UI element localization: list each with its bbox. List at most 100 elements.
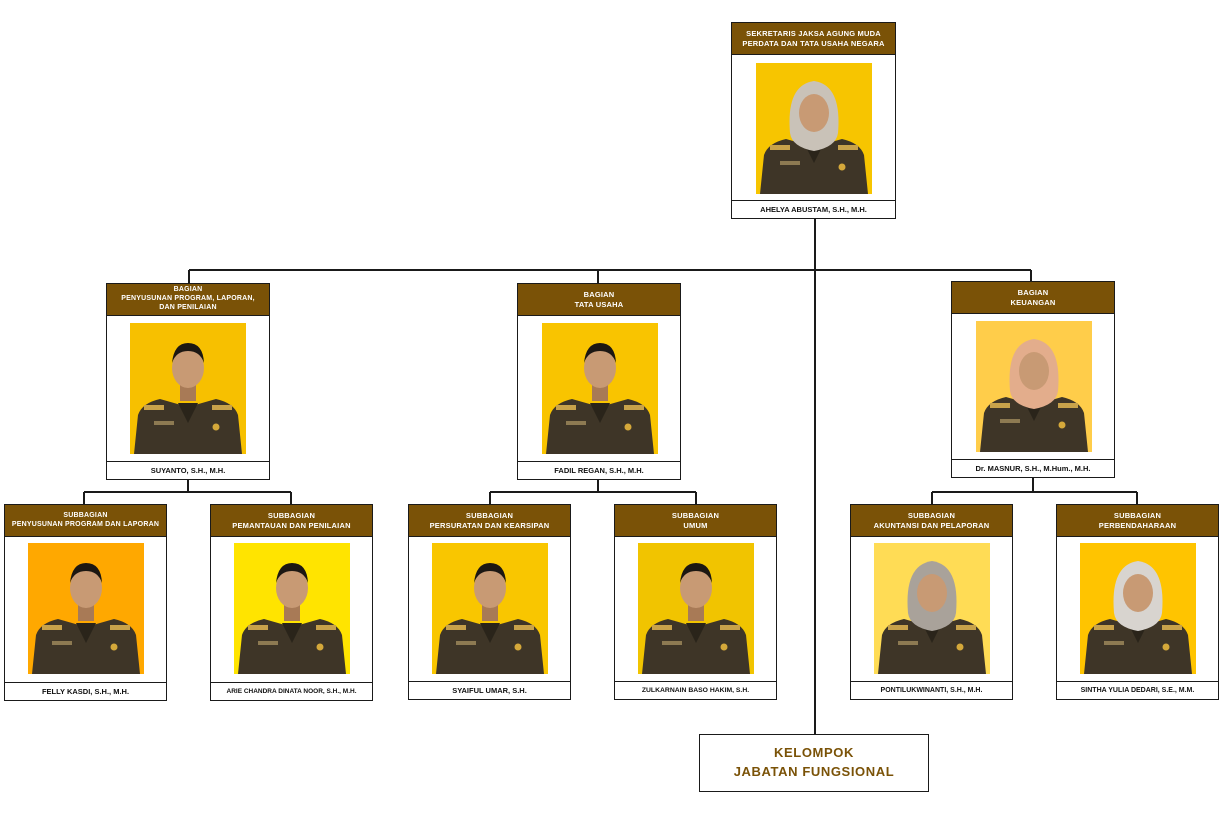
card-name: AHELYA ABUSTAM, S.H., M.H.	[732, 200, 895, 218]
card-subbagian-akuntansi: SUBBAGIAN AKUNTANSI DAN PELAPORAN PONTIL…	[850, 504, 1013, 700]
card-name-text: AHELYA ABUSTAM, S.H., M.H.	[760, 205, 867, 214]
name-tag	[780, 161, 800, 165]
portrait-photo	[874, 543, 990, 674]
card-title-text: SUBBAGIAN UMUM	[671, 511, 720, 530]
uniform-shape	[760, 139, 868, 194]
uniform-shape	[32, 619, 140, 674]
card-name-text: SYAIFUL UMAR, S.H.	[452, 686, 527, 695]
card-name: SINTHA YULIA DEDARI, S.E., M.M.	[1057, 681, 1218, 699]
card-subbagian-perbendaharaan: SUBBAGIAN PERBENDAHARAAN SINTHA YULIA DE…	[1056, 504, 1219, 700]
card-name: ARIE CHANDRA DINATA NOOR, S.H., M.H.	[211, 682, 372, 700]
badge-emblem	[316, 643, 324, 651]
portrait-photo	[756, 63, 872, 194]
portrait-photo	[638, 543, 754, 674]
card-name: FADIL REGAN, S.H., M.H.	[518, 461, 680, 479]
portrait-graphic	[28, 543, 144, 674]
face-shape	[584, 348, 616, 388]
card-title-text: SEKRETARIS JAKSA AGUNG MUDA PERDATA DAN …	[742, 29, 885, 48]
face-shape	[1123, 574, 1153, 612]
card-name: SYAIFUL UMAR, S.H.	[409, 681, 570, 699]
portrait-graphic	[234, 543, 350, 674]
card-title: SUBBAGIAN PERSURATAN DAN KEARSIPAN	[409, 505, 570, 537]
face-shape	[276, 568, 308, 608]
name-tag	[1000, 419, 1020, 423]
epaulette-right	[1162, 625, 1182, 630]
hair-shape	[276, 563, 308, 583]
neck-shape	[180, 385, 196, 401]
epaulette-left	[248, 625, 268, 630]
face-shape	[917, 574, 947, 612]
name-tag	[52, 641, 72, 645]
card-title-text: BAGIAN TATA USAHA	[574, 290, 624, 309]
card-title: BAGIAN TATA USAHA	[518, 284, 680, 316]
epaulette-right	[110, 625, 130, 630]
badge-emblem	[956, 643, 964, 651]
epaulette-right	[838, 145, 858, 150]
badge-emblem	[1162, 643, 1170, 651]
portrait-photo	[130, 323, 246, 454]
card-name-text: FADIL REGAN, S.H., M.H.	[554, 466, 644, 475]
name-tag	[662, 641, 682, 645]
face-shape	[172, 348, 204, 388]
epaulette-left	[446, 625, 466, 630]
badge-emblem	[514, 643, 522, 651]
card-sekretaris: SEKRETARIS JAKSA AGUNG MUDA PERDATA DAN …	[731, 22, 896, 219]
epaulette-right	[720, 625, 740, 630]
collar-shape	[178, 403, 198, 423]
hair-shape	[584, 343, 616, 363]
card-name: PONTILUKWINANTI, S.H., M.H.	[851, 681, 1012, 699]
neck-shape	[482, 605, 498, 621]
epaulette-left	[770, 145, 790, 150]
badge-emblem	[1058, 421, 1066, 429]
collar-shape	[686, 623, 706, 643]
card-title: SUBBAGIAN PEMANTAUAN DAN PENILAIAN	[211, 505, 372, 537]
portrait-photo	[1080, 543, 1196, 674]
card-name-text: SUYANTO, S.H., M.H.	[150, 466, 226, 475]
face-shape	[680, 568, 712, 608]
uniform-shape	[134, 399, 242, 454]
neck-shape	[284, 605, 300, 621]
epaulette-left	[1094, 625, 1114, 630]
face-shape	[1019, 352, 1049, 390]
card-title: SUBBAGIAN PENYUSUNAN PROGRAM DAN LAPORAN	[5, 505, 166, 537]
uniform-shape	[878, 619, 986, 674]
card-title-text: SUBBAGIAN PERSURATAN DAN KEARSIPAN	[429, 511, 550, 530]
badge-emblem	[838, 163, 846, 171]
functional-group-title: KELOMPOK JABATAN FUNGSIONAL	[733, 745, 895, 779]
functional-group-box: KELOMPOK JABATAN FUNGSIONAL	[699, 734, 929, 792]
face-shape	[474, 568, 506, 608]
face-shape	[70, 568, 102, 608]
epaulette-right	[956, 625, 976, 630]
card-title-text: BAGIAN KEUANGAN	[1010, 288, 1056, 307]
portrait-graphic	[874, 543, 990, 674]
badge-emblem	[212, 423, 220, 431]
collar-shape	[282, 623, 302, 643]
neck-shape	[592, 385, 608, 401]
epaulette-right	[624, 405, 644, 410]
card-title: SUBBAGIAN AKUNTANSI DAN PELAPORAN	[851, 505, 1012, 537]
card-name-text: ZULKARNAIN BASO HAKIM, S.H.	[641, 687, 750, 694]
card-subbagian-umum: SUBBAGIAN UMUM ZULKARNAIN BASO HAKIM, S.…	[614, 504, 777, 700]
portrait-graphic	[542, 323, 658, 454]
face-shape	[799, 94, 829, 132]
portrait-graphic	[432, 543, 548, 674]
neck-shape	[78, 605, 94, 621]
hair-shape	[172, 343, 204, 363]
card-bagian-tata-usaha: BAGIAN TATA USAHA FADIL REGAN, S.H., M.H…	[517, 283, 681, 480]
card-subbagian-persuratan: SUBBAGIAN PERSURATAN DAN KEARSIPAN SYAIF…	[408, 504, 571, 700]
card-title: SUBBAGIAN UMUM	[615, 505, 776, 537]
uniform-shape	[436, 619, 544, 674]
name-tag	[1104, 641, 1124, 645]
name-tag	[566, 421, 586, 425]
portrait-graphic	[638, 543, 754, 674]
epaulette-left	[42, 625, 62, 630]
uniform-shape	[546, 399, 654, 454]
uniform-shape	[1084, 619, 1192, 674]
uniform-shape	[238, 619, 346, 674]
badge-emblem	[110, 643, 118, 651]
card-subbagian-pemantauan: SUBBAGIAN PEMANTAUAN DAN PENILAIAN ARIE …	[210, 504, 373, 701]
name-tag	[898, 641, 918, 645]
card-title: BAGIAN PENYUSUNAN PROGRAM, LAPORAN, DAN …	[107, 284, 269, 316]
card-name: FELLY KASDI, S.H., M.H.	[5, 682, 166, 700]
